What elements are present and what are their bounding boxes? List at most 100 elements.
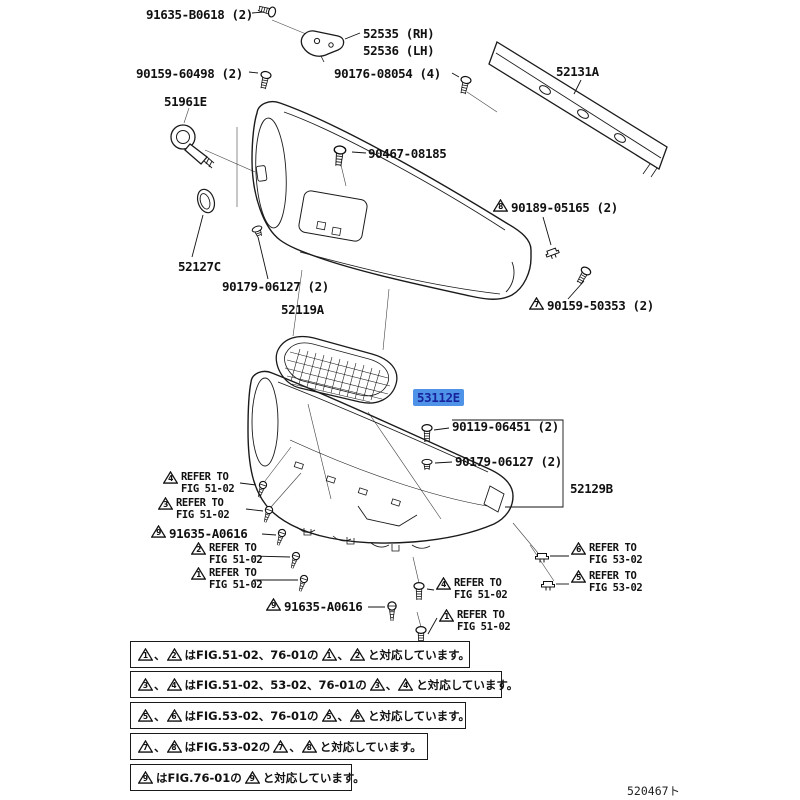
part-number: 90119-06451 (2) <box>452 419 559 434</box>
warning-triangle-7-icon: 7 <box>529 297 544 310</box>
part-number: 52131A <box>556 64 599 79</box>
warning-triangle-slot: 7 <box>529 297 544 313</box>
warning-triangle-1-icon: 1 <box>191 567 206 580</box>
legend-text: と対応しています。 <box>368 708 471 723</box>
warning-triangle-5-icon: 5 <box>321 709 337 722</box>
part-number: 91635-A0616 <box>284 598 363 614</box>
part-number: 90159-50353 (2) <box>547 297 654 313</box>
warning-triangle-slot: 6 <box>571 542 586 558</box>
warning-triangle-1-icon: 1 <box>321 648 337 661</box>
warning-triangle-slot: 4 <box>436 577 451 593</box>
warning-triangle-6-icon: 6 <box>571 542 586 555</box>
part-number: 51961E <box>164 94 207 109</box>
warning-triangle-4-icon: 4 <box>398 678 414 691</box>
refer-text: REFER TO <box>589 542 637 554</box>
legend-text: 、 <box>385 677 398 692</box>
screw-icon <box>288 550 302 571</box>
legend-text: と対応しています。 <box>262 770 365 785</box>
screw-icon <box>296 573 310 594</box>
warning-triangle-slot: 1 <box>191 567 206 583</box>
label-52127C: 52127C <box>178 259 221 274</box>
warning-triangle-slot: 4 <box>163 471 178 487</box>
bolt-icon <box>256 2 278 19</box>
part-number: 52536 (LH) <box>363 43 435 58</box>
clip-icon <box>544 246 561 261</box>
bolt-icon <box>457 75 473 96</box>
refer-fig: FIG 51-02 <box>209 554 263 567</box>
part-number: 52129B <box>570 481 613 496</box>
warning-triangle-1-icon: 1 <box>439 609 454 622</box>
grommet-icon <box>250 224 265 239</box>
legend-text: と対応しています。 <box>319 739 422 754</box>
warning-triangle-5-icon: 5 <box>138 709 153 722</box>
bolt-icon <box>257 70 273 91</box>
part-number: 52127C <box>178 259 221 274</box>
label-52535-rh: 52535 (RH) <box>363 26 435 41</box>
refer-fig: FIG 51-02 <box>454 589 508 602</box>
clip-icon <box>535 553 549 563</box>
part-number: 52535 (RH) <box>363 26 435 41</box>
label-91635-B0618: 91635-B0618 (2) <box>146 7 253 22</box>
screw-icon <box>261 504 275 525</box>
legend-text: 、 <box>289 739 301 754</box>
label-51961E: 51961E <box>164 94 207 109</box>
legend-text: はFIG.76-01の <box>156 770 242 785</box>
part-number: 91635-B0618 (2) <box>146 7 253 22</box>
label-52536-lh: 52536 (LH) <box>363 43 435 58</box>
refer-text: REFER TO <box>176 497 224 509</box>
legend-text: 、 <box>154 739 166 754</box>
legend-text: はFIG.51-02、76-01の <box>184 647 319 662</box>
label-90179-06127-lower: 90179-06127 (2) <box>455 454 562 469</box>
warning-triangle-slot: 8 <box>493 199 508 215</box>
label-53112E-highlighted[interactable]: 53112E <box>413 389 464 406</box>
warning-triangle-7-icon: 7 <box>273 740 289 753</box>
construction-lines <box>183 19 555 628</box>
upper-bumper-52119A-drawing <box>251 100 532 300</box>
clip-icon <box>541 581 555 591</box>
refer-text: REFER TO <box>181 471 229 483</box>
part-number: 52119A <box>281 302 324 317</box>
label-52129B: 52129B <box>570 481 613 496</box>
refer-text: REFER TO <box>209 542 257 554</box>
legend-text: 、 <box>154 677 166 692</box>
warning-triangle-3-icon: 3 <box>369 678 385 691</box>
warning-triangle-2-icon: 2 <box>191 542 206 555</box>
label-90119-06451: 90119-06451 (2) <box>452 419 559 434</box>
warning-triangle-4-icon: 4 <box>166 678 182 691</box>
part-number: 90176-08054 (4) <box>334 66 441 81</box>
warning-triangle-3-icon: 3 <box>158 497 173 510</box>
grommet-icon <box>421 458 433 471</box>
label-90159-60498: 90159-60498 (2) <box>136 66 243 81</box>
grille-53112E-drawing <box>275 335 398 404</box>
warning-triangle-4-icon: 4 <box>436 577 451 590</box>
warning-triangle-8-icon: 8 <box>301 740 317 753</box>
warning-triangle-6-icon: 6 <box>350 709 366 722</box>
refer-fig: FIG 51-02 <box>209 579 263 592</box>
warning-triangle-9-icon: 9 <box>266 598 281 611</box>
warning-triangle-3-icon: 3 <box>138 678 153 691</box>
refer-text: REFER TO <box>454 577 502 589</box>
screw-icon <box>387 601 397 622</box>
label-90179-06127-upper: 90179-06127 (2) <box>222 279 329 294</box>
warning-triangle-9-icon: 9 <box>244 771 260 784</box>
warning-triangle-slot: 9 <box>151 525 166 541</box>
legend-text: 、 <box>154 708 166 723</box>
legend-text: と対応しています。 <box>368 647 471 662</box>
legend-text: 、 <box>337 647 350 662</box>
legend-text: と対応しています。 <box>416 677 519 692</box>
warning-triangle-8-icon: 8 <box>166 740 182 753</box>
